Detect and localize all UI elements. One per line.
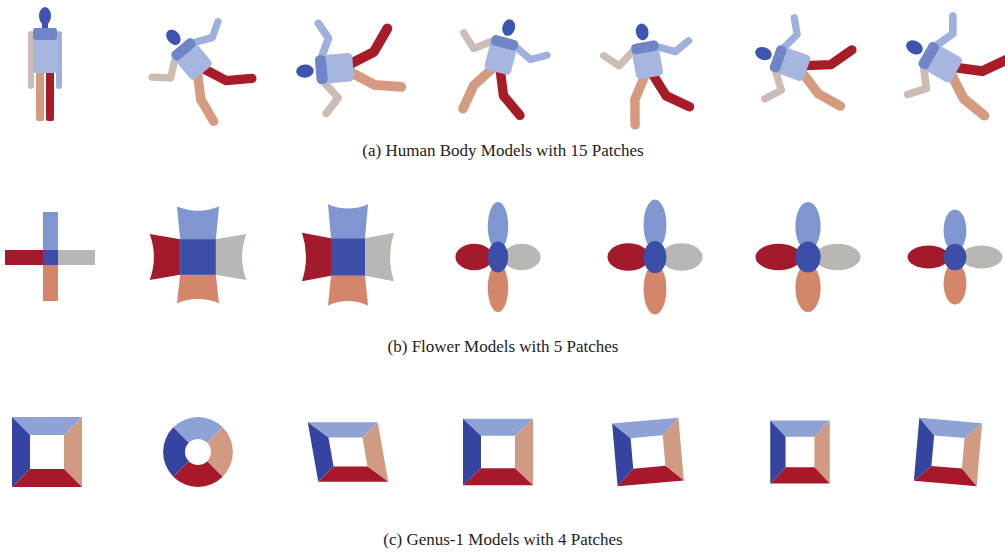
figure-caption: (a) Human Body Models with 15 Patches	[362, 141, 643, 161]
human-body-model	[28, 2, 1005, 133]
flower-model	[5, 200, 1003, 315]
figure-caption: (c) Genus-1 Models with 4 Patches	[383, 530, 622, 550]
figure-caption: (b) Flower Models with 5 Patches	[388, 337, 619, 357]
genus-one-model	[12, 417, 982, 487]
